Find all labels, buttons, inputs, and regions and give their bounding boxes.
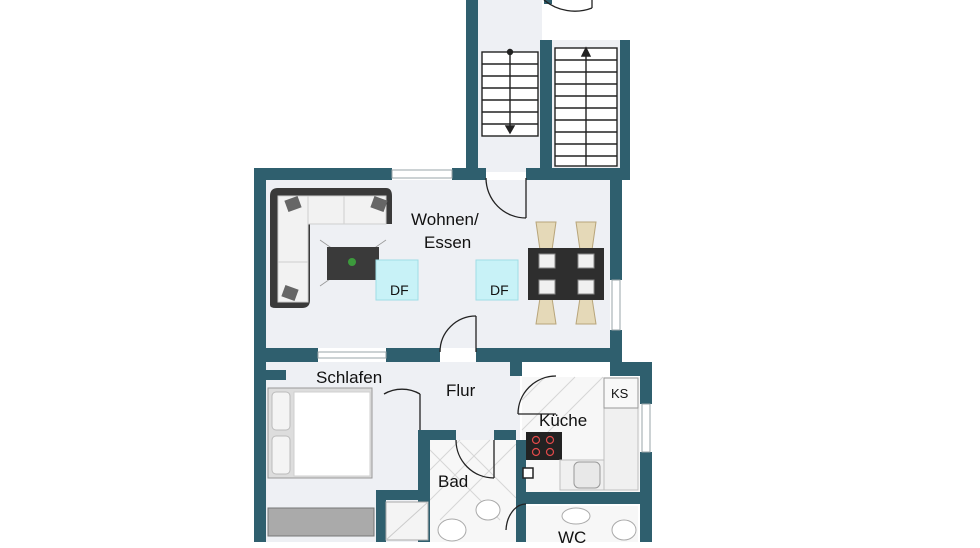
- bed: [267, 387, 373, 479]
- skylight-right: [475, 259, 519, 301]
- fridge-label: KS: [611, 386, 629, 401]
- room-label-bath: Bad: [438, 472, 469, 491]
- tile-pattern: [429, 376, 604, 521]
- staircase-down: [481, 48, 539, 137]
- walls: [254, 0, 652, 542]
- staircase-up: [554, 46, 618, 167]
- doors: [383, 0, 593, 531]
- windows: [317, 169, 651, 453]
- hall-floor: [420, 362, 520, 442]
- kitchen-units: [522, 377, 639, 491]
- skylight-left: [375, 259, 419, 301]
- skylight-label-right: DF: [490, 282, 509, 298]
- room-label-bedroom: Schlafen: [316, 368, 383, 387]
- room-label-kitchen: Küche: [539, 411, 588, 430]
- skylight-label-left: DF: [390, 282, 409, 298]
- room-label-living-line2: Essen: [424, 233, 472, 252]
- room-label-wc: WC: [558, 528, 587, 547]
- room-label-hall: Flur: [446, 381, 476, 400]
- coffee-table: [319, 239, 387, 287]
- corner-sofa: [270, 188, 392, 308]
- room-label-living: Wohnen/: [411, 210, 479, 229]
- wardrobe: [267, 507, 375, 537]
- dining-set: [528, 221, 604, 325]
- bath-fixtures: [385, 499, 637, 542]
